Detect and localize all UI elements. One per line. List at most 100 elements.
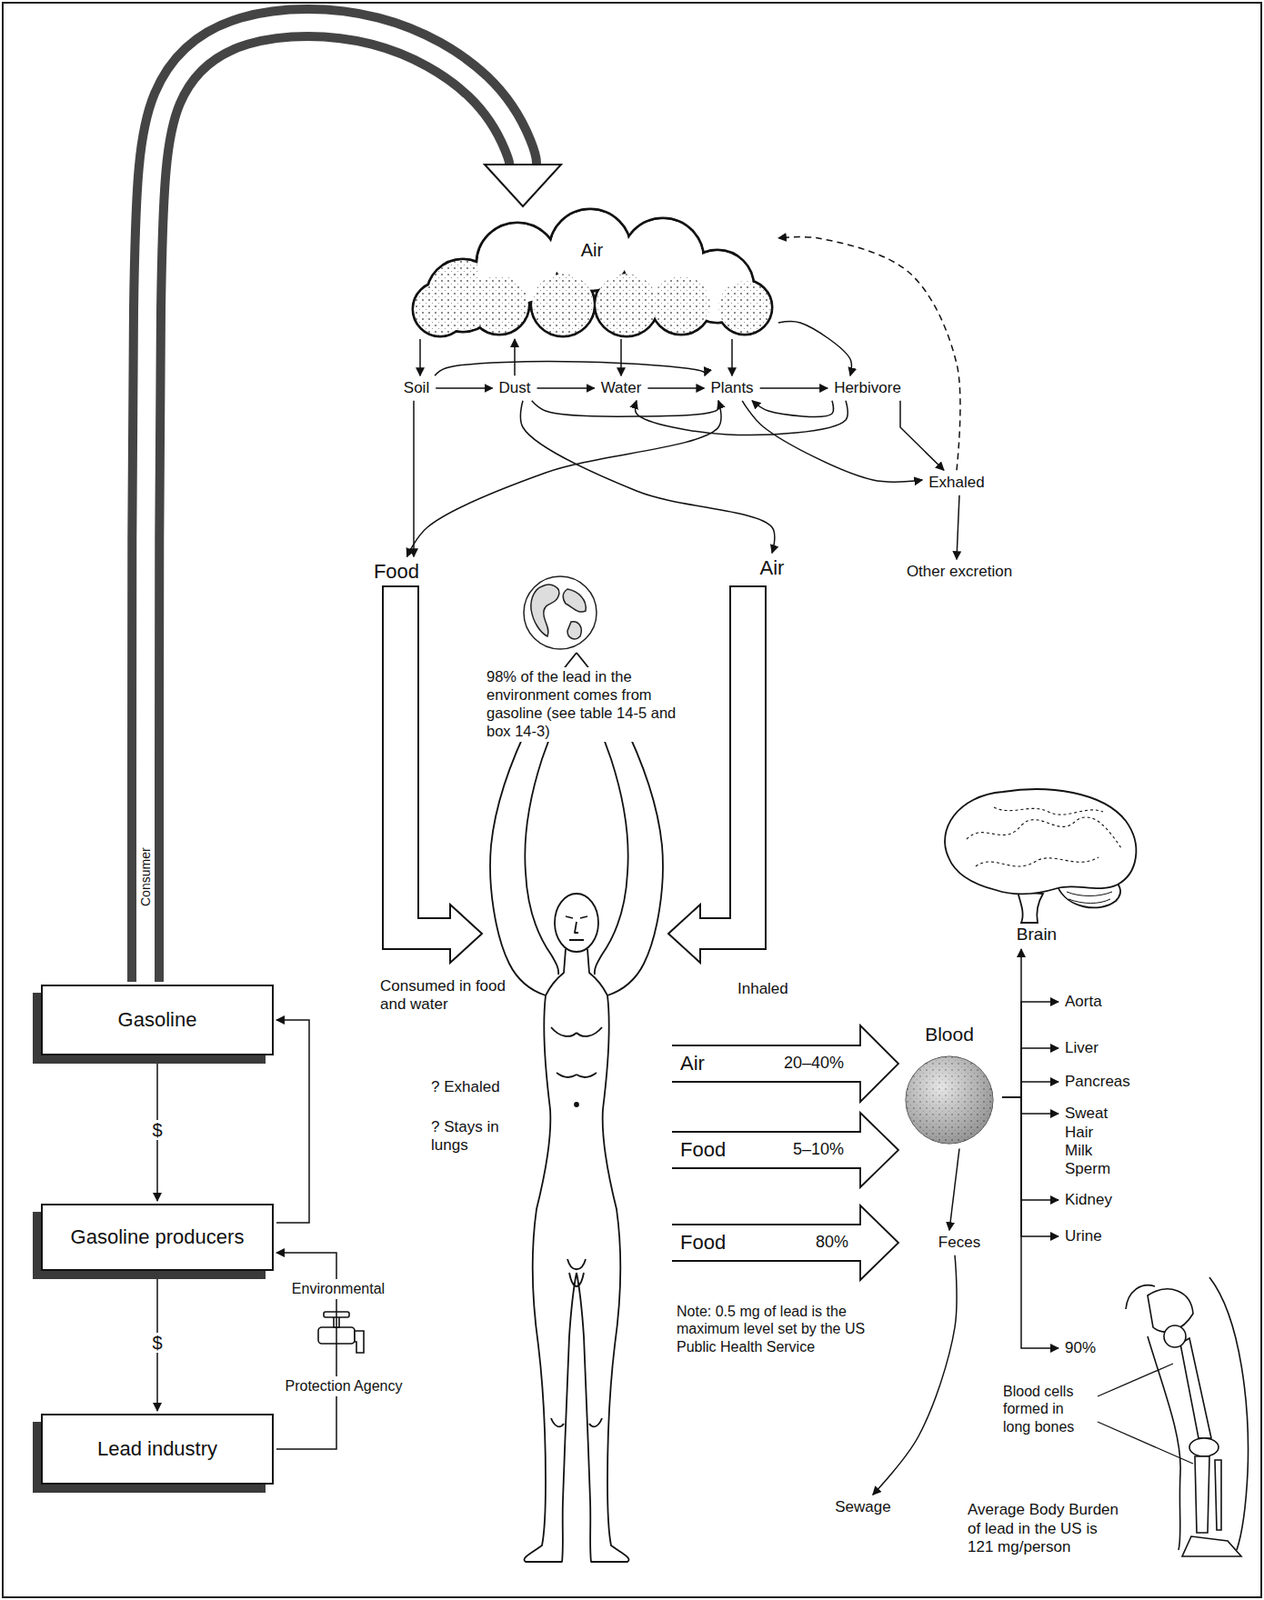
- node-text: Blood: [924, 1023, 974, 1046]
- question-note: ? Exhaled: [428, 1077, 503, 1098]
- flow-arrow: [514, 339, 516, 376]
- flow-line: [419, 339, 422, 376]
- cloud-outline: [652, 275, 711, 334]
- globe: [523, 576, 597, 650]
- compartment-label: Water: [597, 378, 646, 399]
- flow-line: [1002, 1097, 1059, 1114]
- percent-label: 5–10%: [790, 1139, 847, 1162]
- brain-outline: [1066, 892, 1113, 904]
- air-cloud: Air: [408, 209, 776, 337]
- node-text: Feces: [938, 1233, 981, 1253]
- flow-arrow: [732, 339, 733, 376]
- flow-line: [1002, 1082, 1059, 1098]
- node-text: Gasoline producers: [70, 1225, 245, 1249]
- bone-label: Blood cells formed in long bones: [1000, 1382, 1093, 1437]
- absorption-arrows: [672, 1113, 899, 1188]
- leader-line: [1097, 1422, 1194, 1465]
- node-text: 90%: [1064, 1339, 1096, 1358]
- flow-line: [778, 321, 852, 377]
- node-text: Kidney: [1064, 1191, 1113, 1210]
- leg-bones: [1180, 1338, 1212, 1439]
- faucet-symbol: [354, 1331, 364, 1354]
- arrow-head: [484, 164, 562, 207]
- flow-line: [1002, 1097, 1059, 1201]
- flow-line: [949, 1149, 960, 1232]
- flow-line: [731, 339, 733, 376]
- flow-arrow: [647, 387, 704, 389]
- globe: [531, 584, 560, 637]
- blood-circle: Blood: [899, 1023, 1000, 1147]
- agency-label: Protection Agency: [282, 1376, 406, 1396]
- intake-label: Inhaled: [734, 979, 792, 1000]
- note-text: Average Body Burden of lead in the US is…: [964, 1500, 1127, 1558]
- compartment-label: Soil: [400, 378, 433, 399]
- pathway-label: Food: [677, 1230, 729, 1256]
- edge-label: $: [149, 1333, 165, 1354]
- flow-arrow: [1002, 1082, 1059, 1098]
- leg-bones: [1125, 1277, 1249, 1557]
- flow-arrow: [760, 387, 829, 389]
- excretion-label: Feces: [934, 1233, 984, 1254]
- leg-bones: [1163, 1325, 1186, 1348]
- flow-line: [778, 237, 961, 472]
- consumer-arrow: [145, 22, 562, 983]
- flow-arrow: [621, 339, 622, 376]
- node-text: Dust: [499, 379, 532, 398]
- compartment-label: Plants: [706, 378, 757, 399]
- intake-label: Air: [756, 555, 789, 581]
- leader-line: [1097, 1364, 1174, 1397]
- node-text: Sweat Hair Milk Sperm: [1064, 1104, 1118, 1180]
- air-intake-arrow: [668, 586, 766, 964]
- node-text: Aorta: [1064, 993, 1103, 1012]
- food-intake-arrow: [382, 586, 482, 964]
- cloud-outline: [408, 209, 776, 337]
- flow-line: [435, 387, 492, 390]
- consumer-band: [145, 22, 523, 983]
- note-text: 98% of the lead in the environment comes…: [483, 667, 703, 742]
- organ-label: Sweat Hair Milk Sperm: [1061, 1103, 1122, 1181]
- node-text: Herbivore: [833, 379, 902, 398]
- flow-line: [635, 401, 849, 436]
- flow-arrow: [1002, 1097, 1059, 1349]
- absorption-arrows: [672, 1025, 899, 1103]
- flow-line: [412, 401, 415, 558]
- flow-arrow: [420, 339, 422, 376]
- flow-arrow: [1002, 1048, 1059, 1098]
- flow-arrow: [778, 237, 961, 472]
- flow-arrow: [956, 495, 960, 560]
- flow-arrow: [949, 1149, 960, 1232]
- flow-line: [742, 401, 923, 482]
- cloud-outline: [470, 275, 529, 334]
- flow-arrow: [434, 361, 705, 377]
- brain-outline: [944, 789, 1136, 923]
- flow-arrow: [900, 401, 944, 471]
- human-figure: [554, 893, 599, 953]
- flow-line: [531, 401, 720, 417]
- industry-box: Gasoline producers: [40, 1203, 274, 1272]
- flow-line: [760, 387, 829, 390]
- flow-line: [900, 401, 944, 471]
- flow-arrow: [276, 1020, 310, 1224]
- leg-bones: [1189, 1438, 1219, 1457]
- flow-line: [1002, 1048, 1059, 1098]
- flow-arrow: [520, 401, 774, 554]
- node-text: Sewage: [834, 1498, 891, 1517]
- compartment-label: Dust: [495, 378, 535, 399]
- flow-line: [752, 401, 833, 418]
- node-text: Brain: [1016, 924, 1057, 945]
- compartment-label: Exhaled: [924, 472, 988, 493]
- blood-sphere: [905, 1056, 994, 1144]
- intake-label: Food: [370, 559, 423, 584]
- question-note: ? Stays in lungs: [428, 1117, 521, 1157]
- globe: [567, 621, 582, 640]
- flow-line: [956, 495, 960, 560]
- air-intake-arrow: [668, 586, 766, 964]
- food-intake-arrow: [382, 586, 482, 964]
- organ-label: Kidney: [1061, 1190, 1116, 1211]
- faucet-symbol: [318, 1312, 364, 1354]
- flow-arrow: [413, 401, 415, 558]
- organ-label: Urine: [1061, 1226, 1106, 1247]
- cloud-outline: [718, 280, 772, 334]
- flow-line: [1002, 1097, 1059, 1349]
